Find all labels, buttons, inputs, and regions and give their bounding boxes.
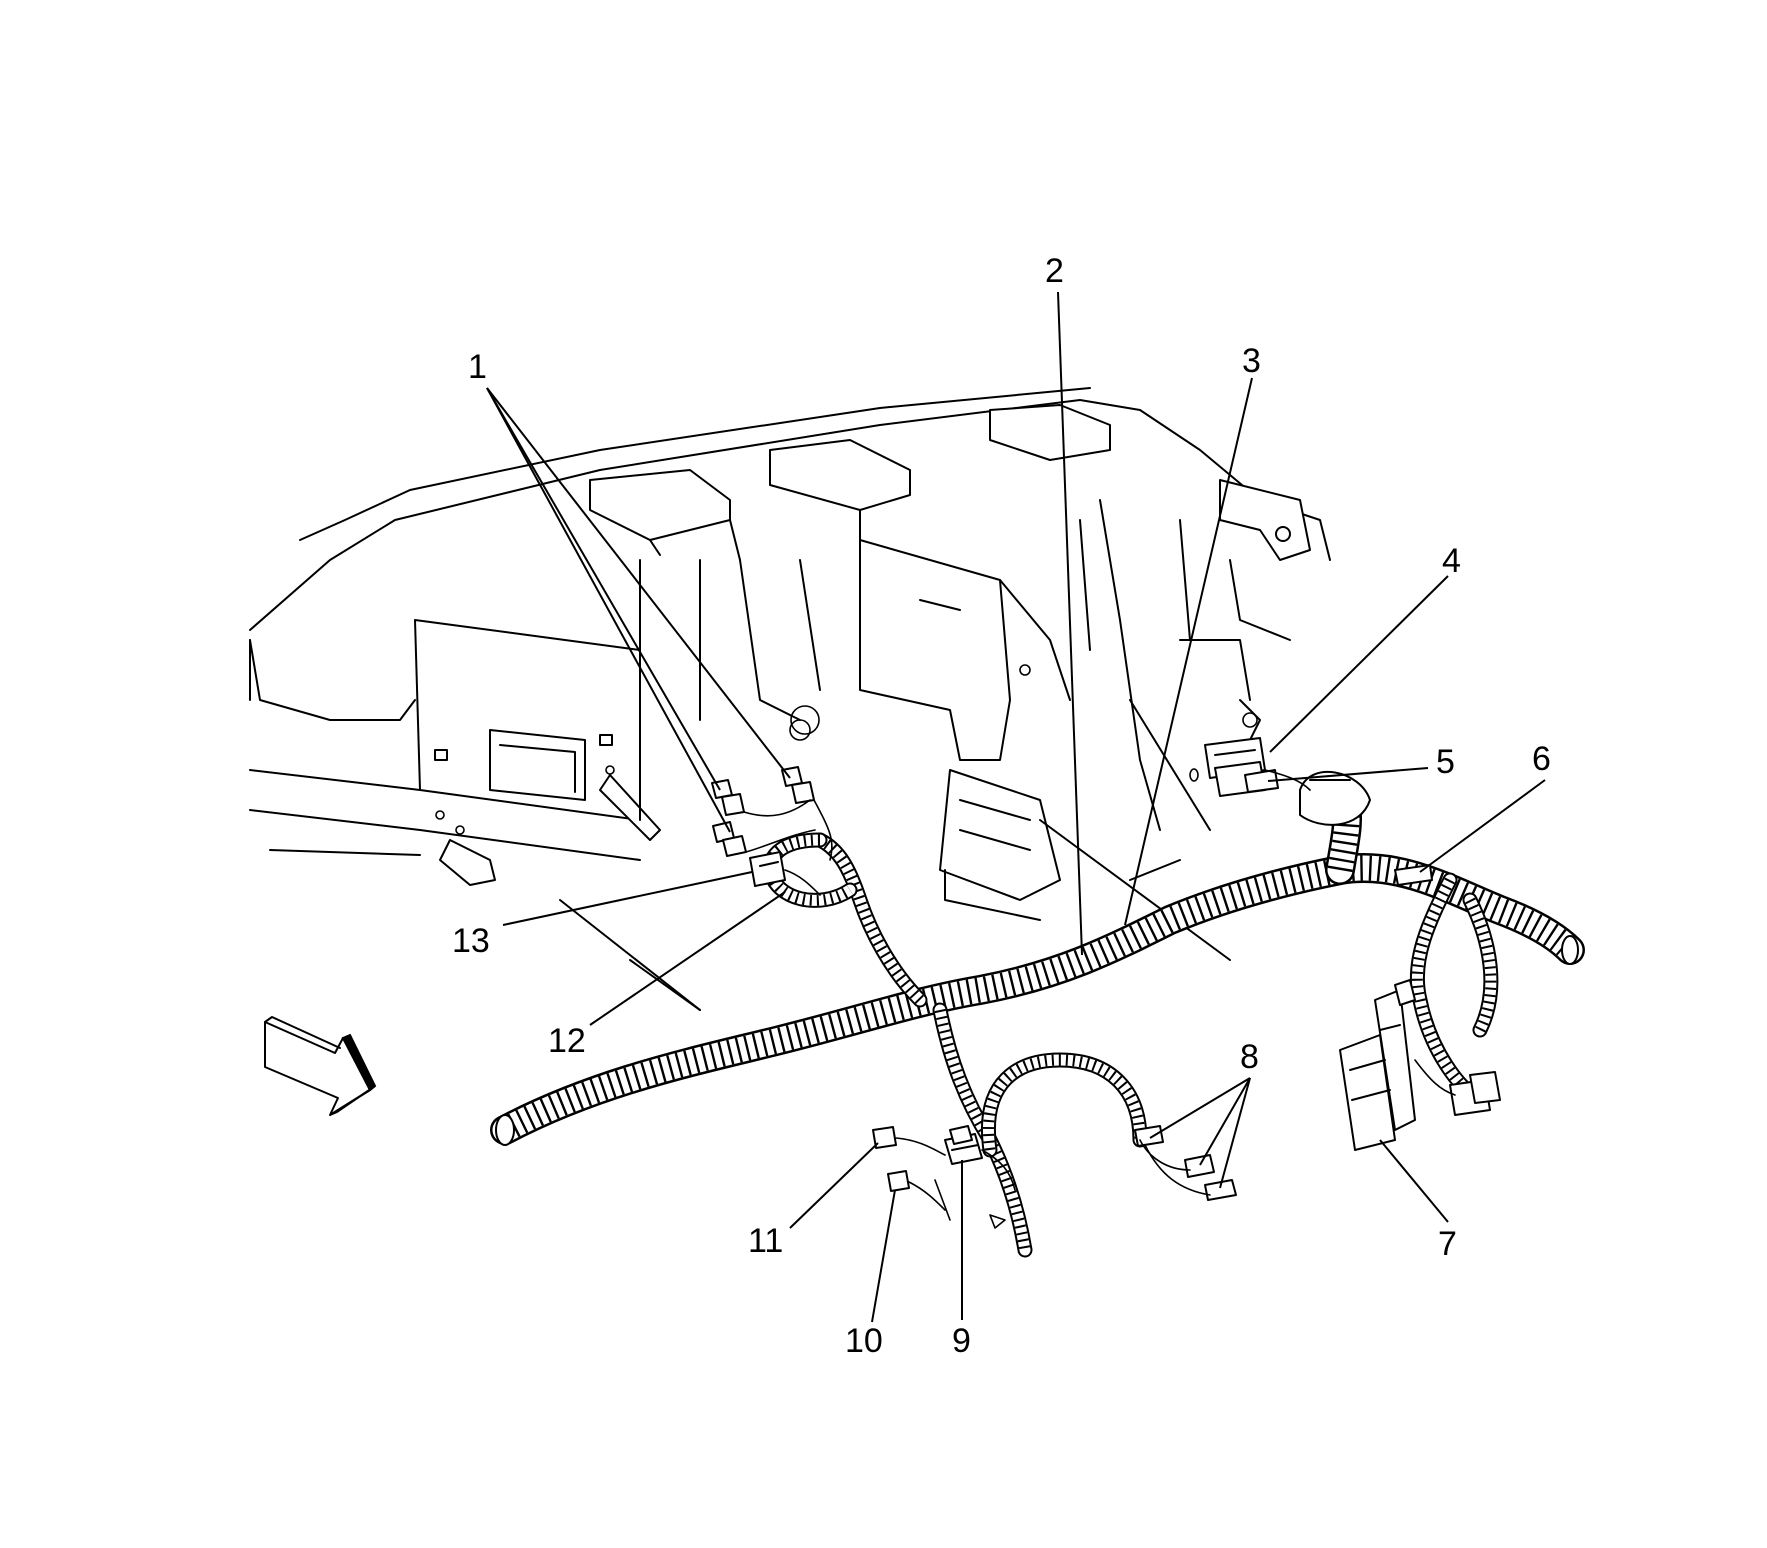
callout-8: 8 bbox=[1240, 1038, 1259, 1076]
callout-labels: 1 2 3 4 5 6 7 8 9 10 11 12 13 bbox=[452, 252, 1551, 1360]
callout-12: 12 bbox=[548, 1022, 586, 1060]
callout-11: 11 bbox=[748, 1222, 783, 1260]
connector-13 bbox=[749, 851, 821, 896]
main-wiring-harness bbox=[490, 771, 1585, 1146]
leader-lines bbox=[486, 291, 1546, 1323]
callout-6: 6 bbox=[1532, 740, 1551, 778]
callout-1: 1 bbox=[468, 348, 487, 386]
connector-group-1 bbox=[711, 766, 833, 861]
callout-9: 9 bbox=[952, 1322, 971, 1360]
module-7 bbox=[1339, 979, 1501, 1151]
callout-4: 4 bbox=[1442, 542, 1461, 580]
callout-2: 2 bbox=[1045, 252, 1064, 290]
instrument-panel-frame bbox=[249, 387, 1331, 1011]
callout-13: 13 bbox=[452, 922, 490, 960]
callout-3: 3 bbox=[1242, 342, 1261, 380]
callout-7: 7 bbox=[1438, 1225, 1457, 1263]
connector-10-11 bbox=[872, 1126, 951, 1221]
connector-9 bbox=[944, 1125, 1016, 1229]
direction-arrow-icon bbox=[264, 1016, 377, 1116]
connector-4-5 bbox=[1189, 737, 1311, 797]
callout-10: 10 bbox=[845, 1322, 883, 1360]
connector-group-8 bbox=[1134, 1125, 1237, 1201]
callout-5: 5 bbox=[1436, 743, 1455, 781]
